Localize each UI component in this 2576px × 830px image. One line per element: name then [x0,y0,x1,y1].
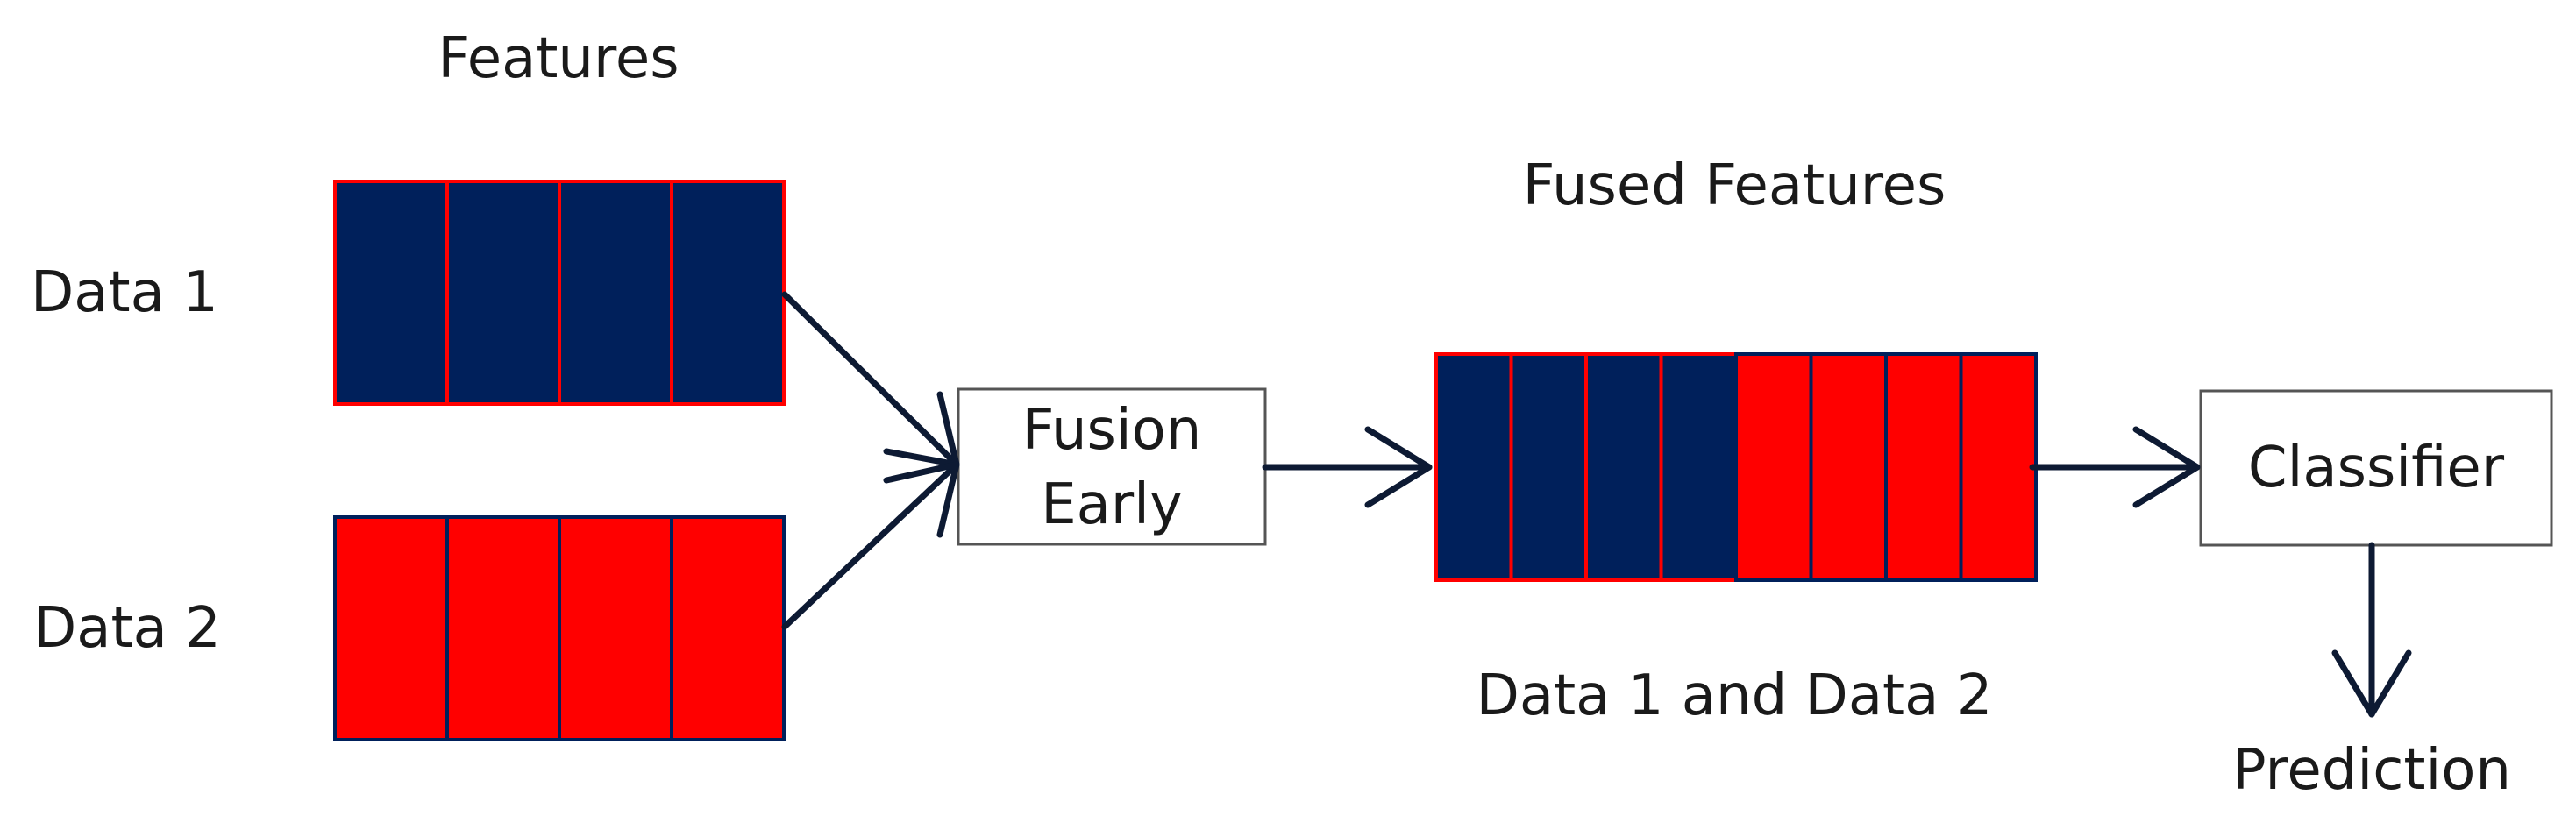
data2-cell-4 [670,515,786,741]
fused-cell-8 [1959,352,2038,582]
arrow-fusion-to-fused [1262,426,1433,508]
fusion-early-label-line1: Fusion [1022,398,1202,463]
fused-cell-2 [1509,352,1588,582]
fused-feature-vector [1434,352,2038,582]
fusion-early-box [957,387,1267,546]
data1-label: Data 1 [31,260,218,325]
classifier-label: Classifier [2248,436,2505,500]
data1-feature-vector [333,180,786,406]
fused-cell-3 [1584,352,1663,582]
data2-cell-2 [445,515,561,741]
arrow-fused-to-classifier [2029,426,2201,508]
data1-cell-3 [558,180,673,406]
data1-cell-4 [670,180,786,406]
prediction-label: Prediction [2232,738,2511,803]
fused-cell-1 [1434,352,1513,582]
data1-cell-1 [333,180,449,406]
data2-label: Data 2 [33,596,221,661]
fused-cell-6 [1809,352,1888,582]
classifier-box [2199,389,2553,547]
fused-features-heading: Fused Features [1523,153,1946,218]
arrow-data1-to-fusion [781,291,960,468]
data1-cell-2 [445,180,561,406]
fused-caption: Data 1 and Data 2 [1477,663,1993,728]
fused-cell-4 [1659,352,1738,582]
fused-cell-5 [1734,352,1813,582]
arrow-data2-to-fusion [781,461,960,630]
data2-cell-1 [333,515,449,741]
features-heading: Features [438,26,679,91]
data2-cell-3 [558,515,673,741]
arrow-classifier-to-prediction [2331,542,2412,718]
fusion-early-label-line2: Early [1041,472,1183,537]
fused-cell-7 [1884,352,1963,582]
data2-feature-vector [333,515,786,741]
